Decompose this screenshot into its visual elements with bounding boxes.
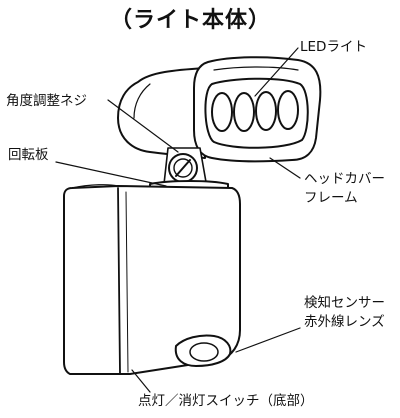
led-array xyxy=(211,90,299,132)
label-head-cover-frame-line1: ヘッドカバー xyxy=(304,171,385,187)
label-switch: 点灯／消灯スイッチ（底部） xyxy=(138,393,314,409)
label-head-cover-frame-line2: フレーム xyxy=(304,190,358,206)
label-rotating-plate: 回転板 xyxy=(8,147,49,163)
diagram-title: （ライト本体） xyxy=(110,8,272,33)
main-body xyxy=(63,184,241,375)
label-sensor-line1: 検知センサー xyxy=(304,295,385,311)
label-angle-screw: 角度調整ネジ xyxy=(6,93,87,109)
label-led-light: LEDライト xyxy=(300,39,367,55)
sensor-lens xyxy=(174,334,232,367)
angle-adjust-screw xyxy=(163,147,207,185)
head-housing xyxy=(117,67,206,159)
leader-lines xyxy=(55,47,301,393)
label-sensor-line2: 赤外線レンズ xyxy=(304,314,385,330)
